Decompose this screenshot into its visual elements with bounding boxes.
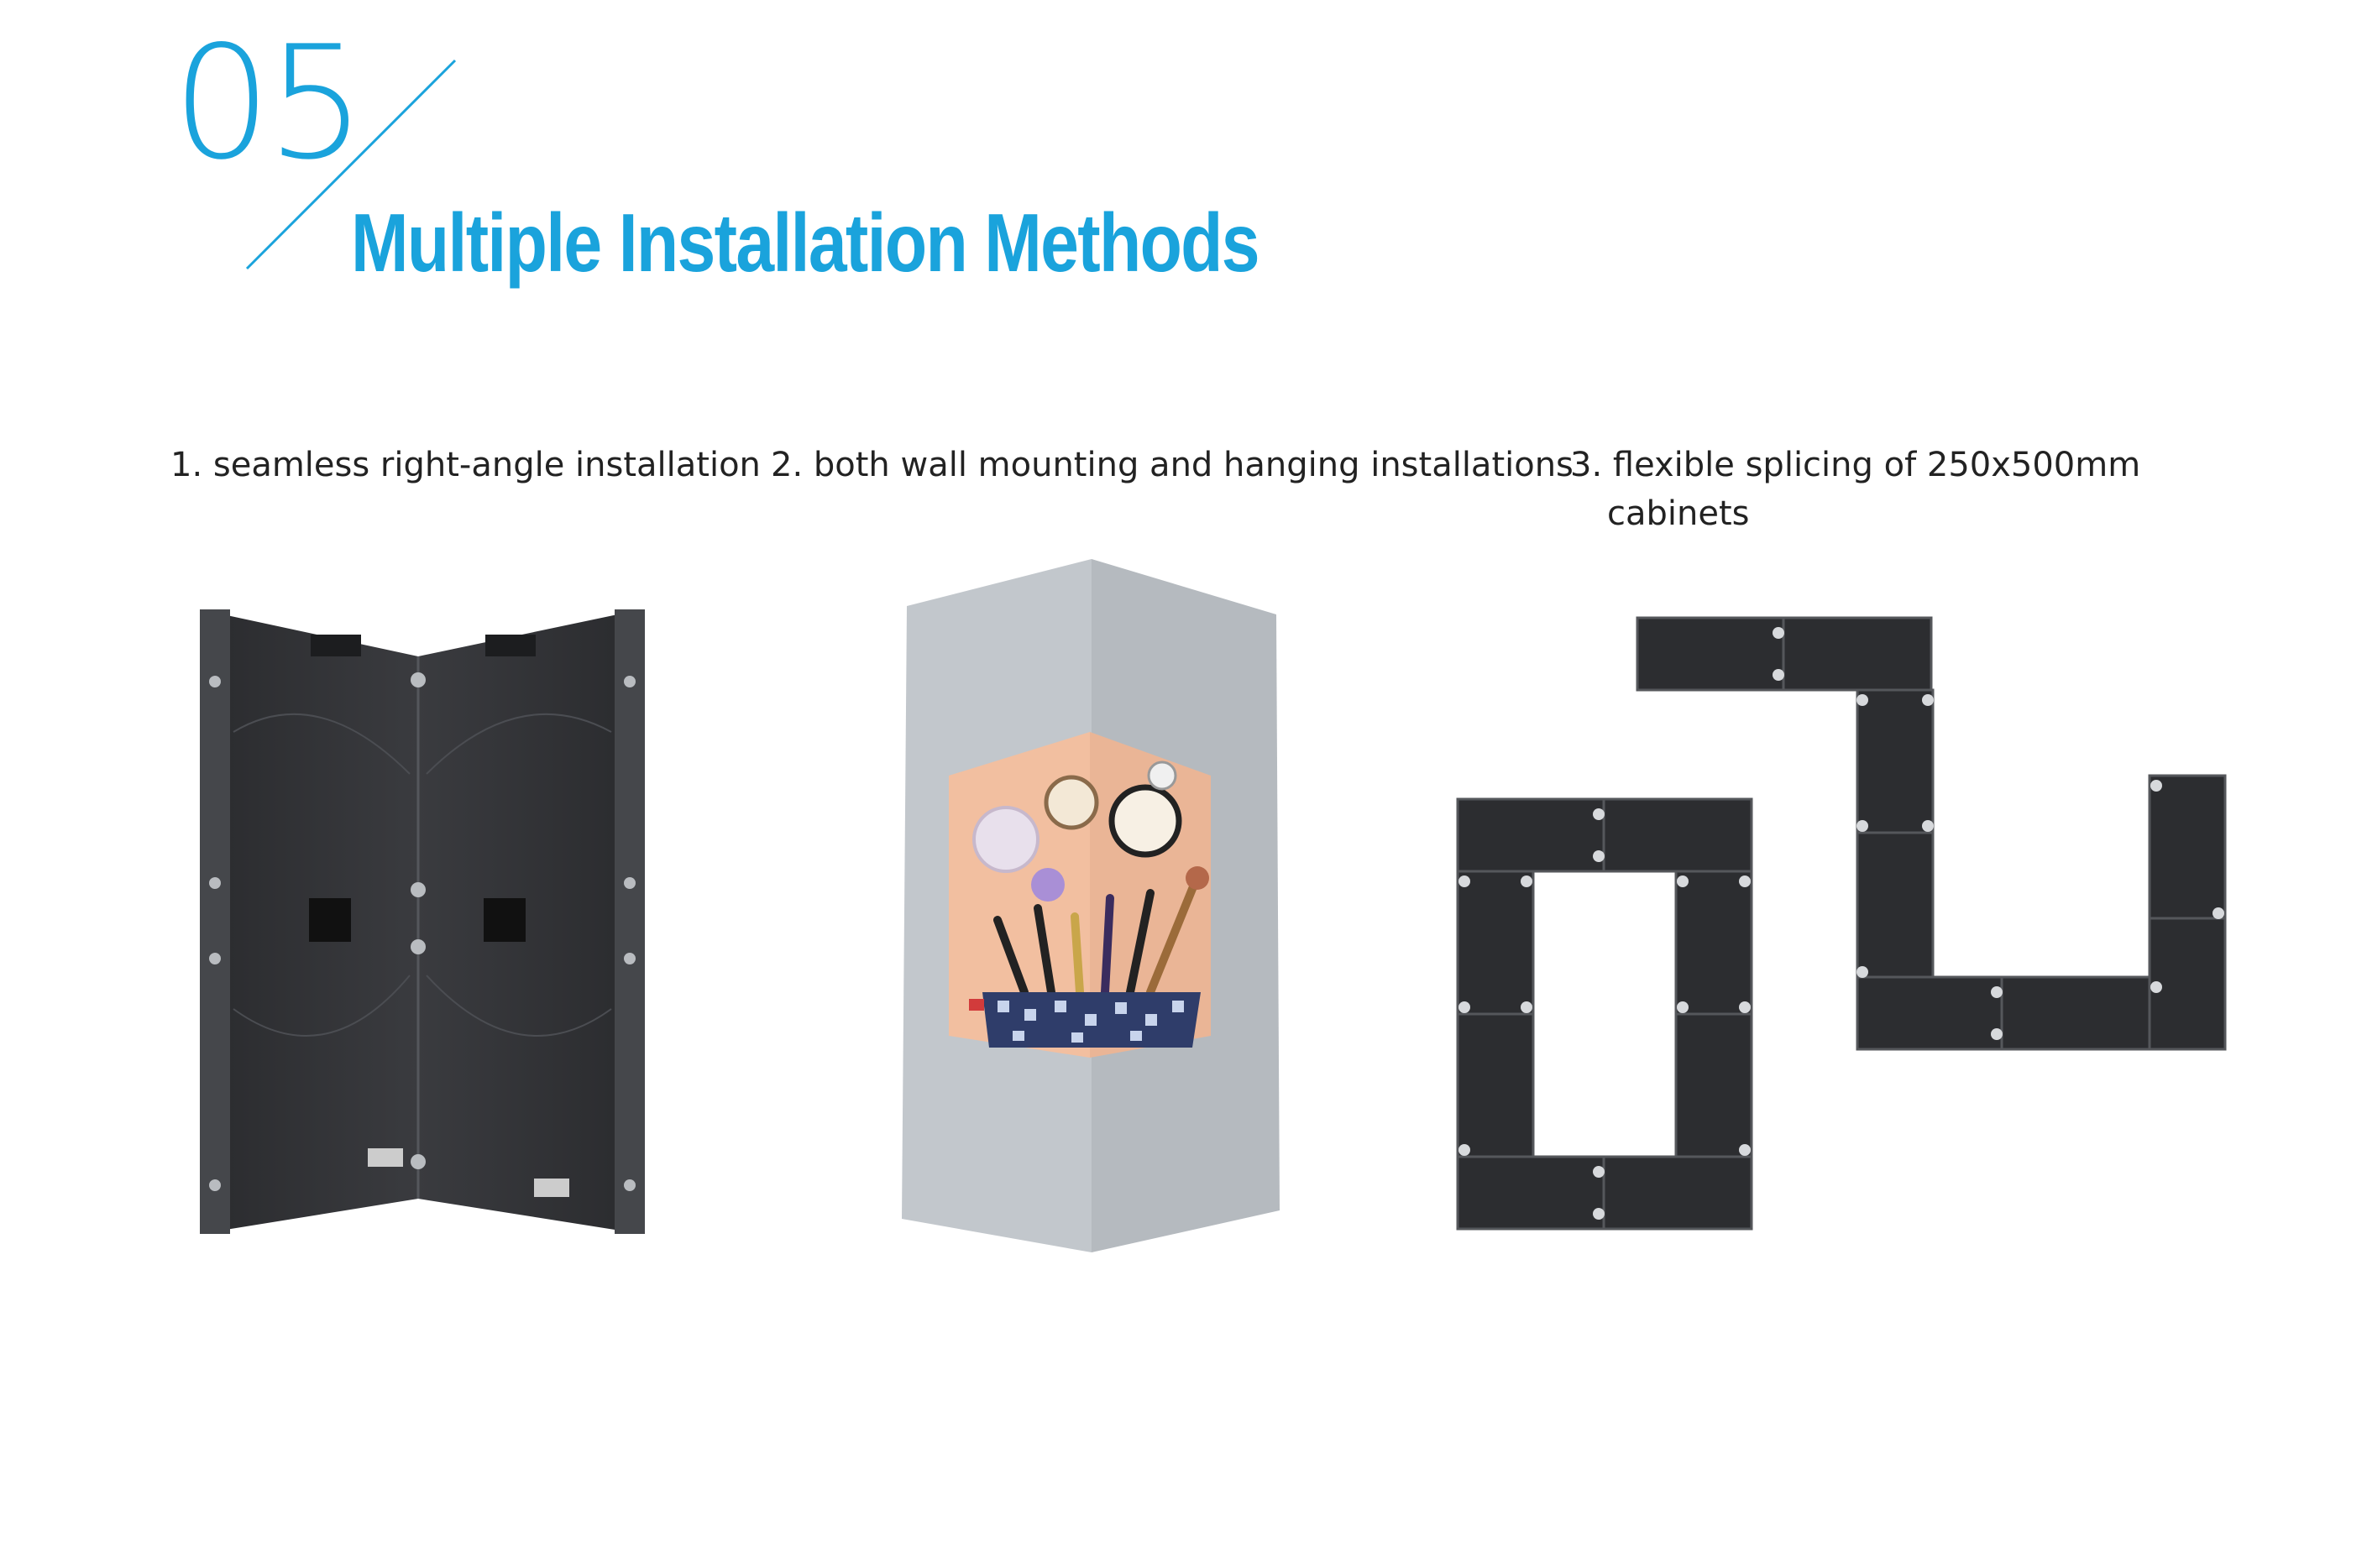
corner-pillar-display-image [902,559,1280,1252]
page-title: Multiple Installation Methods [351,196,1260,289]
right-angle-cabinets-image [200,609,645,1234]
method-caption-3: 3. flexible splicing of 250x500mm cabine… [1570,441,2158,538]
diagonal-divider [245,59,457,270]
method-caption-3-line2: cabinets [1607,494,1750,533]
spliced-cabinets-image [1456,616,2227,1231]
method-caption-2: 2. both wall mounting and hanging instal… [771,446,1574,484]
section-number: 05 [172,12,366,194]
method-caption-1: 1. seamless right-angle installation [170,446,761,484]
method-caption-3-line1: 3. flexible splicing of 250x500mm [1570,446,2141,484]
